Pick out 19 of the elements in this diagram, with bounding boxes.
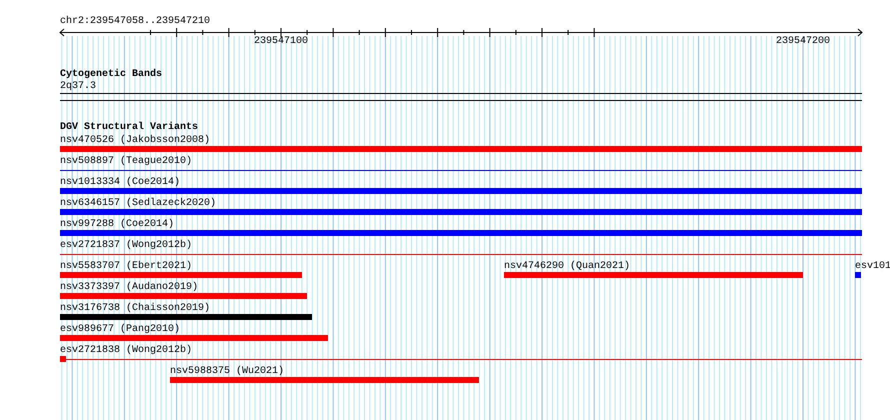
- variant-label: nsv997288 (Coe2014): [60, 219, 174, 230]
- variant-label: nsv4746290 (Quan2021): [504, 261, 630, 272]
- variant-label: nsv508897 (Teague2010): [60, 156, 192, 167]
- track-heading: DGV Structural Variants: [60, 122, 198, 133]
- variant-label: nsv1013334 (Coe2014): [60, 177, 180, 188]
- variant-label: nsv3373397 (Audano2019): [60, 282, 198, 293]
- variant-label: nsv5988375 (Wu2021): [170, 366, 284, 377]
- tick-label: 239547200: [776, 36, 830, 47]
- variant-label: nsv470526 (Jakobsson2008): [60, 135, 210, 146]
- variant-label: esv2721838 (Wong2012b): [60, 345, 192, 356]
- variant-label: esv989677 (Pang2010): [60, 324, 180, 335]
- variant-label: nsv5583707 (Ebert2021): [60, 261, 192, 272]
- locus-label: chr2:239547058..239547210: [60, 16, 210, 27]
- variant-label: nsv3176738 (Chaisson2019): [60, 303, 210, 314]
- variant-label: esv2721837 (Wong2012b): [60, 240, 192, 251]
- band-label: 2q37.3: [60, 81, 96, 92]
- track-heading: Cytogenetic Bands: [60, 69, 162, 80]
- variant-label: nsv6346157 (Sedlazeck2020): [60, 198, 216, 209]
- tick-label: 239547100: [254, 36, 308, 47]
